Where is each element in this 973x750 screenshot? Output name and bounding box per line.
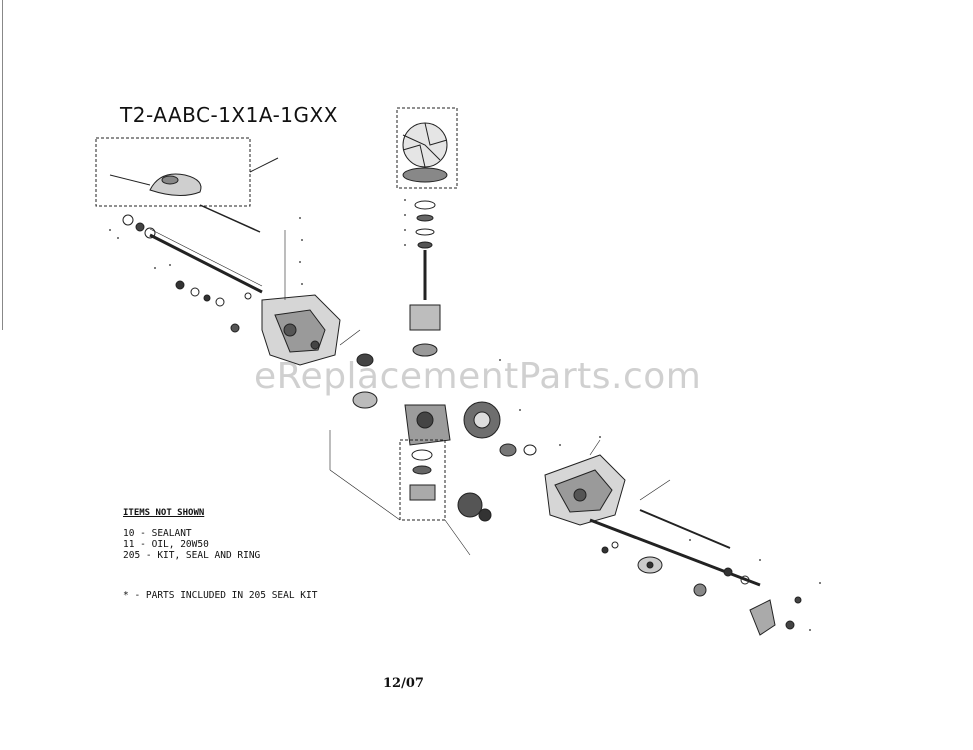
fan-assembly xyxy=(396,107,458,189)
left-axle-shaft xyxy=(149,233,263,294)
watermark-text: eReplacementParts.com xyxy=(254,356,702,397)
date-code: 12/07 xyxy=(383,676,424,691)
model-number-title: T2-AABC-1X1A-1GXX xyxy=(120,103,338,127)
note-item: 11 - OIL, 20W50 xyxy=(123,539,209,550)
center-detail-parts xyxy=(409,449,436,501)
right-washers xyxy=(601,541,802,636)
note-item: 205 - KIT, SEAL AND RING xyxy=(123,550,261,561)
items-not-shown-heading: ITEMS NOT SHOWN xyxy=(123,508,205,518)
left-washers xyxy=(122,214,252,333)
center-detail-box xyxy=(399,439,446,521)
callout-marks xyxy=(109,199,821,631)
right-housing xyxy=(544,454,626,526)
note-item: 10 - SEALANT xyxy=(123,528,192,539)
input-shaft-stack xyxy=(409,200,441,357)
page-edge-rule xyxy=(2,0,3,330)
seal-kit-note: * - PARTS INCLUDED IN 205 SEAL KIT xyxy=(123,590,318,601)
inset-detail-part xyxy=(109,173,202,196)
inset-detail-box xyxy=(95,137,251,207)
left-housing xyxy=(261,294,341,366)
center-gears xyxy=(352,353,537,522)
right-axle-shaft xyxy=(589,518,761,587)
inset-leader xyxy=(249,157,279,173)
leader-lines xyxy=(284,230,671,556)
